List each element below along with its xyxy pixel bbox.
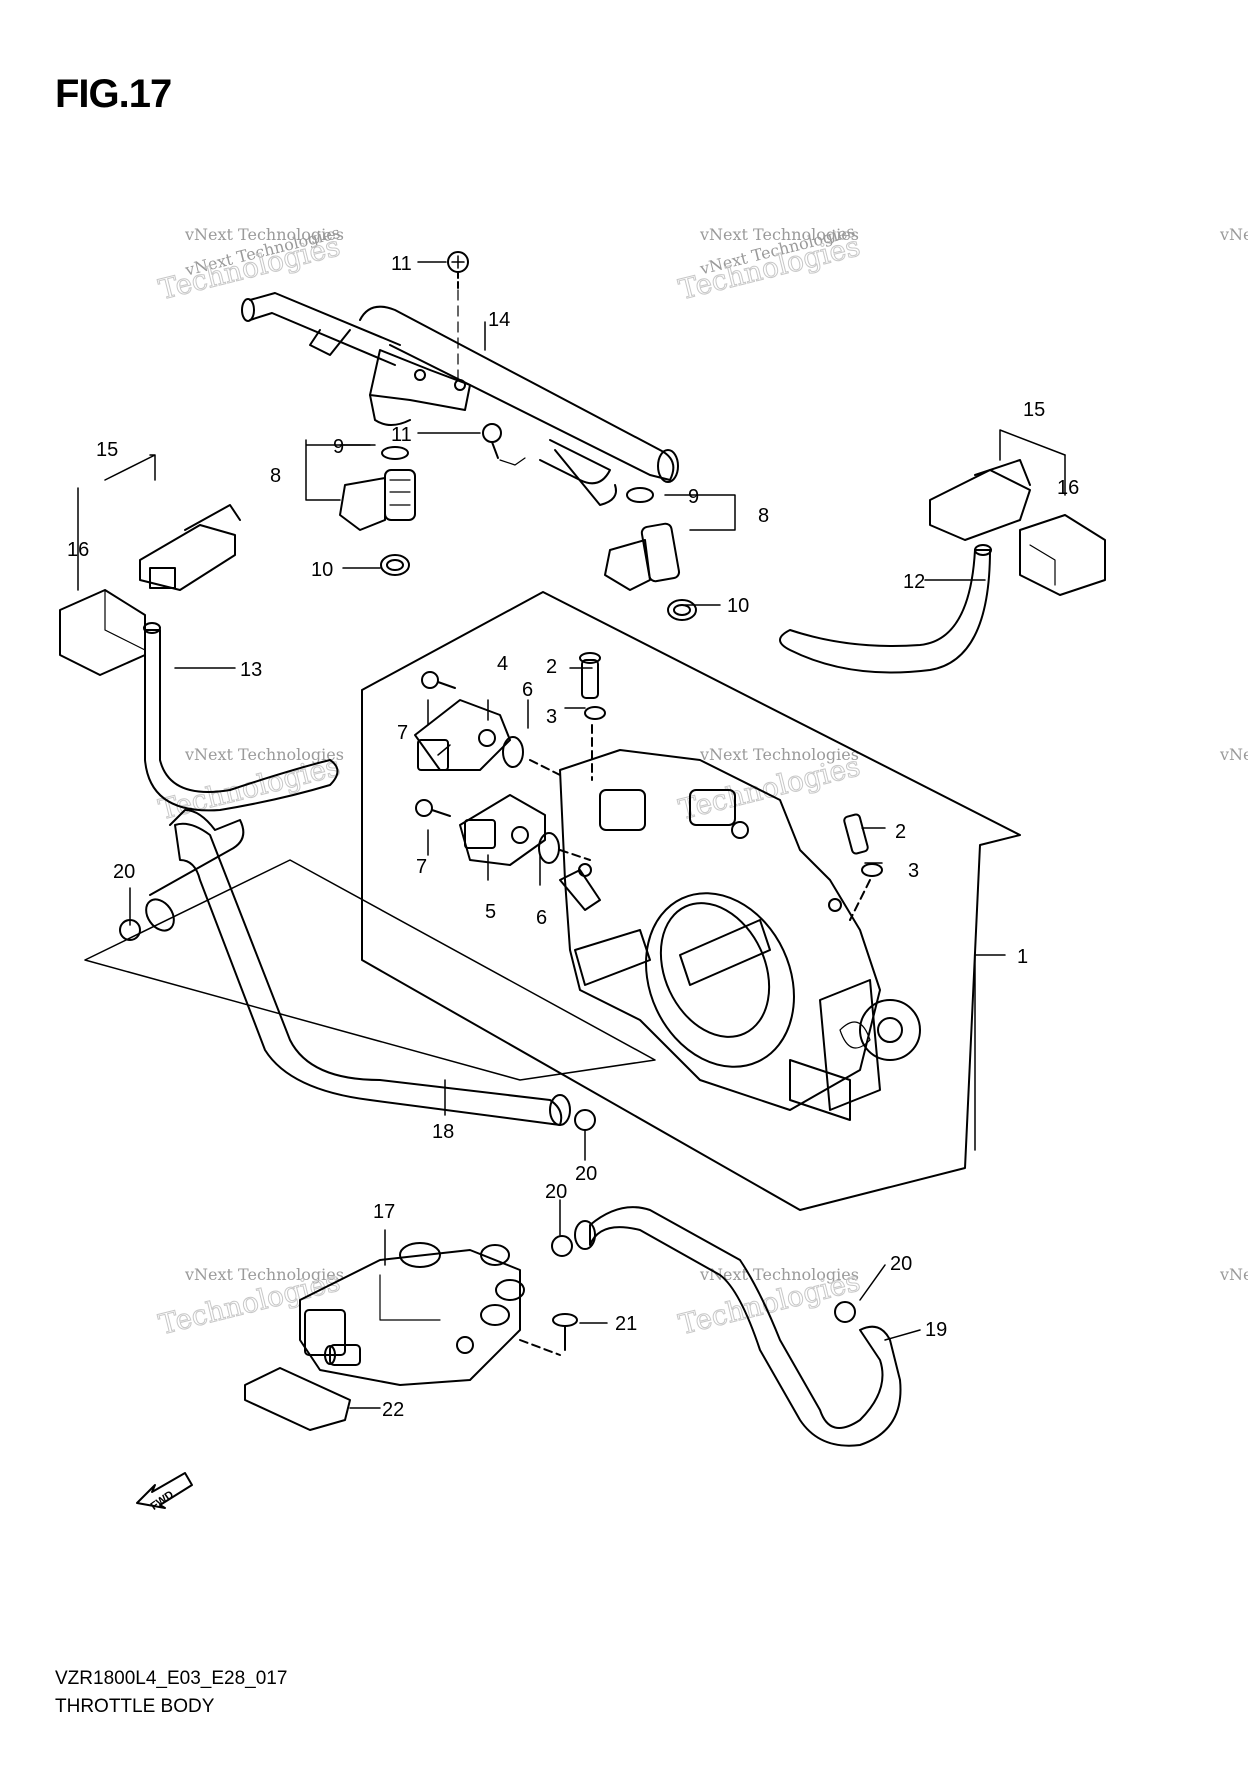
cap-16-left bbox=[59, 589, 146, 676]
callout-16: 16 bbox=[67, 539, 89, 561]
callout-17: 17 bbox=[373, 1201, 395, 1223]
callout-7: 7 bbox=[397, 722, 408, 744]
screw-11-upper bbox=[447, 251, 469, 381]
leader-lines bbox=[77, 261, 1066, 1409]
callout-4: 4 bbox=[497, 653, 508, 675]
watermark-text: vNext Technologies bbox=[184, 225, 344, 244]
watermark-text: vNext Technologies bbox=[1219, 1265, 1248, 1284]
callout-16: 16 bbox=[1057, 477, 1079, 499]
callout-11: 11 bbox=[391, 253, 412, 275]
watermark-group: vNext Technologies vNext Technologies Te… bbox=[155, 222, 1248, 1342]
callout-20: 20 bbox=[890, 1253, 912, 1275]
callout-22: 22 bbox=[382, 1399, 404, 1421]
sensor-4 bbox=[414, 699, 561, 776]
sensor-15-left bbox=[139, 504, 241, 591]
screw-7-lower bbox=[415, 799, 451, 817]
callout-labels: 1 2 2 3 3 4 5 6 6 7 7 8 8 9 9 10 10 11 1… bbox=[67, 253, 1079, 1513]
clamp-20-d bbox=[834, 1301, 856, 1323]
callout-6: 6 bbox=[522, 679, 533, 701]
callout-20: 20 bbox=[113, 861, 135, 883]
injector-right bbox=[604, 487, 697, 621]
callout-3: 3 bbox=[908, 860, 919, 882]
screw-11-lower bbox=[482, 423, 526, 466]
figure-caption: THROTTLE BODY bbox=[55, 1696, 215, 1717]
screw-2-top bbox=[579, 652, 606, 781]
clamp-20-b bbox=[574, 1109, 596, 1131]
cap-16-right bbox=[1019, 514, 1106, 596]
hose-18 bbox=[145, 809, 571, 1126]
callout-9: 9 bbox=[688, 486, 699, 508]
sensor-15-right bbox=[929, 459, 1031, 541]
callout-20: 20 bbox=[575, 1163, 597, 1185]
model-code: VZR1800L4_E03_E28_017 bbox=[55, 1668, 288, 1689]
throttle-body bbox=[559, 749, 921, 1121]
screw-21 bbox=[519, 1313, 578, 1356]
fwd-arrow-icon bbox=[136, 1472, 193, 1509]
callout-20: 20 bbox=[545, 1181, 567, 1203]
watermark-text: vNext Technologies bbox=[184, 745, 344, 764]
valve-assembly-17 bbox=[299, 1242, 525, 1386]
hose-19 bbox=[574, 1206, 902, 1447]
screw-7-upper bbox=[421, 671, 456, 689]
callout-11: 11 bbox=[391, 424, 412, 446]
callout-15: 15 bbox=[1023, 399, 1045, 421]
callout-8: 8 bbox=[758, 505, 769, 527]
callout-6: 6 bbox=[536, 907, 547, 929]
callout-19: 19 bbox=[925, 1319, 947, 1341]
callout-18: 18 bbox=[432, 1121, 454, 1143]
injector-left bbox=[339, 446, 416, 576]
callout-9: 9 bbox=[333, 436, 344, 458]
watermark-text: vNext Technologies bbox=[184, 1265, 344, 1284]
callout-12: 12 bbox=[903, 571, 925, 593]
watermark-text: vNext Technologies bbox=[699, 1265, 859, 1284]
watermark-text: vNext Technologies bbox=[1219, 225, 1248, 244]
watermark-text: vNext Technologies bbox=[1219, 745, 1248, 764]
fuel-delivery-pipe bbox=[241, 292, 679, 506]
watermark-text: vNext Technologies bbox=[699, 225, 859, 244]
callout-10: 10 bbox=[311, 559, 333, 581]
callout-5: 5 bbox=[485, 901, 496, 923]
callout-2: 2 bbox=[546, 656, 557, 678]
throttle-body-frame bbox=[84, 591, 1021, 1211]
callout-21: 21 bbox=[615, 1313, 637, 1335]
callout-3: 3 bbox=[546, 706, 557, 728]
callout-8: 8 bbox=[270, 465, 281, 487]
sensor-5 bbox=[459, 794, 591, 866]
callout-13: 13 bbox=[240, 659, 262, 681]
callout-7: 7 bbox=[416, 856, 427, 878]
hose-12 bbox=[779, 544, 992, 674]
callout-1: 1 bbox=[1017, 946, 1028, 968]
hose-13 bbox=[143, 622, 339, 812]
clamp-20-c bbox=[551, 1235, 573, 1257]
screw-2-right bbox=[843, 813, 883, 921]
gasket-22 bbox=[244, 1367, 351, 1431]
callout-14: 14 bbox=[488, 309, 510, 331]
watermark-text: vNext Technologies bbox=[699, 745, 859, 764]
figure-title: FIG.17 bbox=[55, 72, 172, 116]
callout-2: 2 bbox=[895, 821, 906, 843]
callout-15: 15 bbox=[96, 439, 118, 461]
callout-10: 10 bbox=[727, 595, 749, 617]
